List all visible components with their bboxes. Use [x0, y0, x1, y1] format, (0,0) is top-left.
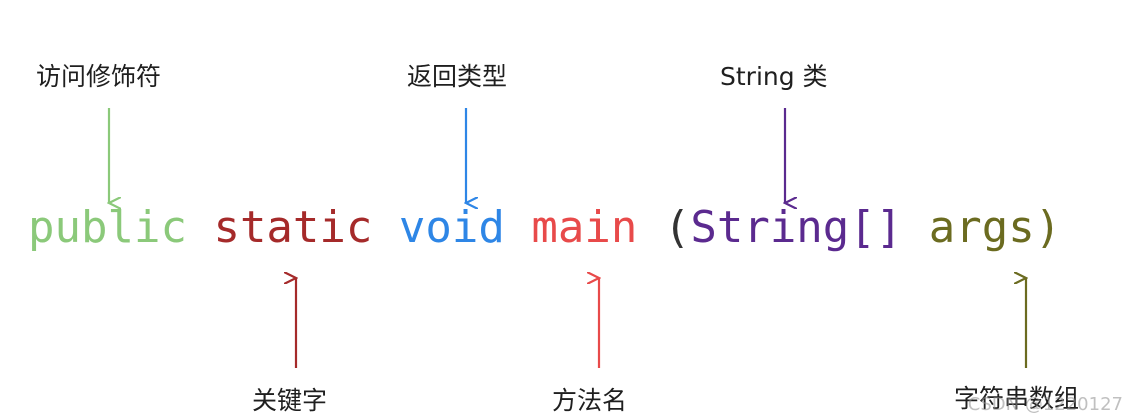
code-signature: public static void main (String[] args) [28, 206, 1061, 250]
token-open-paren: ( [663, 202, 691, 253]
label-string-array: 字符串数组 [954, 384, 1080, 413]
label-access-modifier: 访问修饰符 [36, 62, 162, 91]
label-keyword: 关键字 [252, 386, 328, 415]
label-string-class: String 类 [720, 62, 828, 91]
token-void: void [398, 202, 505, 253]
label-method-name: 方法名 [552, 386, 628, 415]
token-string-array-type: String[] [690, 202, 903, 253]
token-public: public [28, 202, 187, 253]
token-main: main [531, 202, 638, 253]
token-static: static [213, 202, 373, 253]
watermark: CSDN @1220127 [967, 394, 1123, 415]
token-args: args) [928, 202, 1062, 253]
label-return-type: 返回类型 [407, 62, 508, 91]
